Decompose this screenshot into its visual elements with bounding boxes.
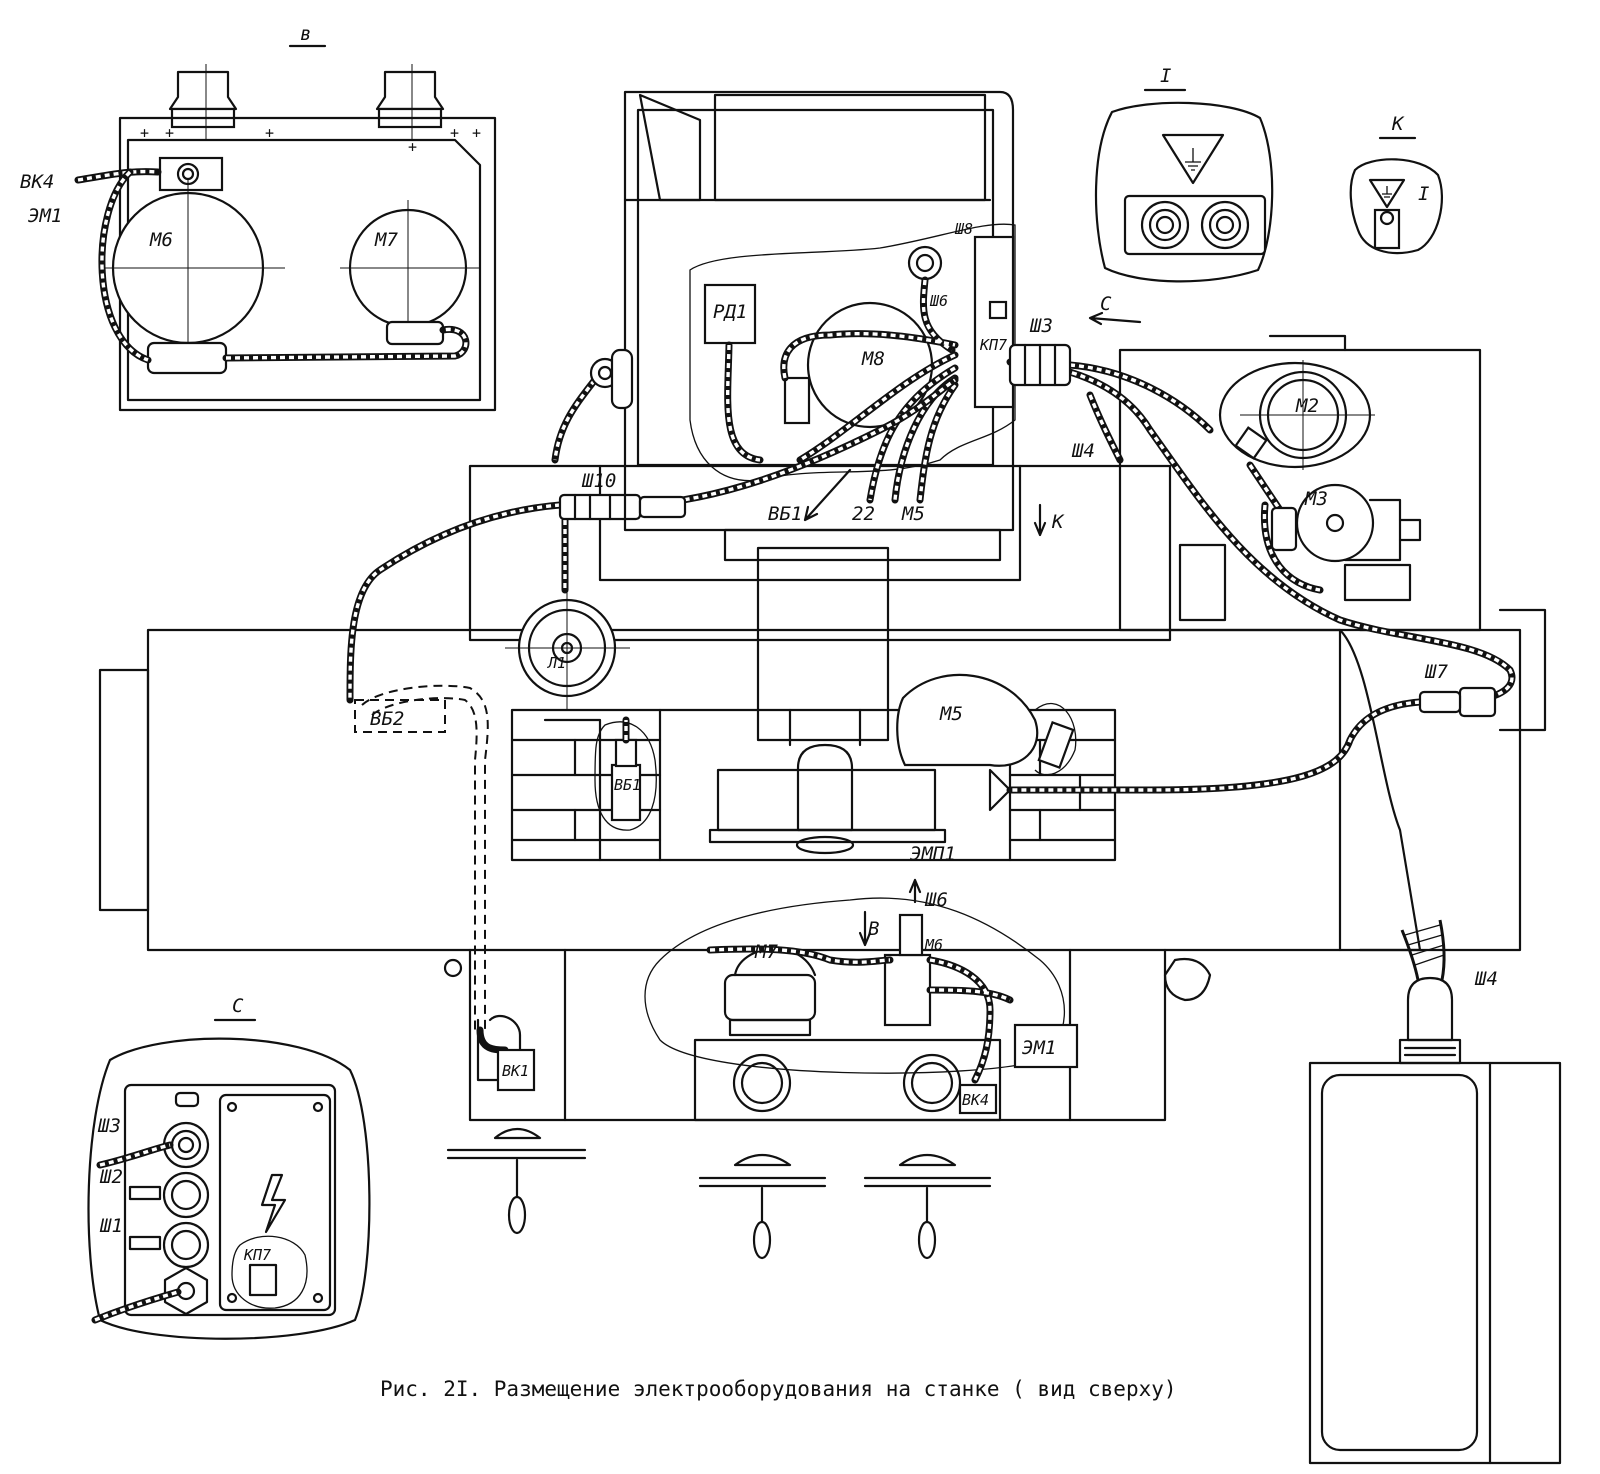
view-c-inset: С [87,995,371,1340]
label-em1-bottom: ЭМ1 [1022,1037,1056,1059]
label-m7-top: М7 [374,229,398,251]
view-k-inset: К I [1349,113,1443,255]
view-c-title: С [232,995,244,1017]
cable-vb2-dashed [354,684,522,1082]
label-sh1-c: Ш1 [99,1215,123,1237]
view-i-inset: I [1094,65,1274,283]
label-sh8: Ш8 [954,220,973,238]
label-m5: М5 [939,703,963,725]
label-em1-top: ЭМ1 [28,205,62,227]
cables-main [346,276,1516,794]
label-kp7-main: КП7 [979,336,1007,354]
label-arrow-k: К [1051,511,1065,533]
label-vb1-box: ВБ1 [614,776,641,794]
label-vb2: ВБ2 [370,708,404,730]
electrical-cabinet [1308,919,1562,1465]
label-vb1-arrow: ВБ1 [768,503,802,525]
label-m6-bottom: М6 [924,936,943,954]
label-sh6-top: Ш6 [929,292,948,310]
right-motors [1218,360,1422,602]
svg-text:+: + [165,124,174,142]
label-m8: М8 [861,348,885,370]
motor-m5-icon [896,673,1039,767]
label-num22: 22 [852,503,875,525]
arrows [803,311,1142,947]
svg-text:+: + [450,124,459,142]
view-v-title: в [300,23,311,45]
label-m7-bottom: М7 [754,941,778,963]
label-sh3-main: Ш3 [1029,315,1053,337]
view-i-title: I [1160,65,1171,87]
label-m3: М3 [1304,488,1328,510]
label-i-k: I [1418,183,1429,205]
label-sh2-c: Ш2 [99,1166,123,1188]
label-sh10: Ш10 [581,470,616,492]
view-k-title: К [1391,113,1405,135]
label-rd1: РД1 [713,301,747,323]
label-arrow-v: В [868,918,879,940]
label-vk1: ВК1 [502,1062,529,1080]
lower-cutaway [496,897,1079,1115]
lamp-l1 [505,580,630,710]
svg-text:+: + [265,124,274,142]
label-sh6-bottom: Ш6 [924,889,948,911]
label-vk4-bottom: ВК4 [962,1091,989,1109]
label-kp7-c: КП7 [243,1246,271,1264]
ground-warning-icon [1161,133,1225,185]
label-m5-arrow: М5 [901,503,925,525]
svg-text:+: + [140,124,149,142]
label-emp1: ЭМП1 [910,843,956,865]
label-m2: М2 [1295,395,1319,417]
labels-main: РД1 Ш8 Ш6 КП7 М8 Ш3 С Ш4 М2 М3 Ш10 ВБ1 2… [97,220,1498,1264]
machine-body [98,90,1547,1260]
label-vk4-top: ВК4 [20,171,54,193]
label-sh7: Ш7 [1424,661,1448,683]
label-sh4-main: Ш4 [1071,440,1095,462]
label-l1: Л1 [546,654,566,672]
label-sh4-cabinet: Ш4 [1474,968,1498,990]
label-m6-top: М6 [149,229,173,251]
svg-text:+: + [408,138,417,156]
figure-caption: Рис. 2I. Размещение электрооборудования … [380,1377,1177,1401]
label-sh3-c: Ш3 [97,1115,121,1137]
view-v-inset: в + + + + + + ВК4 ЭМ1 М6 М7 [20,23,497,412]
motor-m5 [896,673,1077,812]
switch-vb1 [594,716,657,831]
label-arrow-c: С [1100,293,1112,315]
high-voltage-icon [260,1173,287,1234]
electromagnet-em1-icon [1013,1023,1079,1069]
svg-text:+: + [472,124,481,142]
